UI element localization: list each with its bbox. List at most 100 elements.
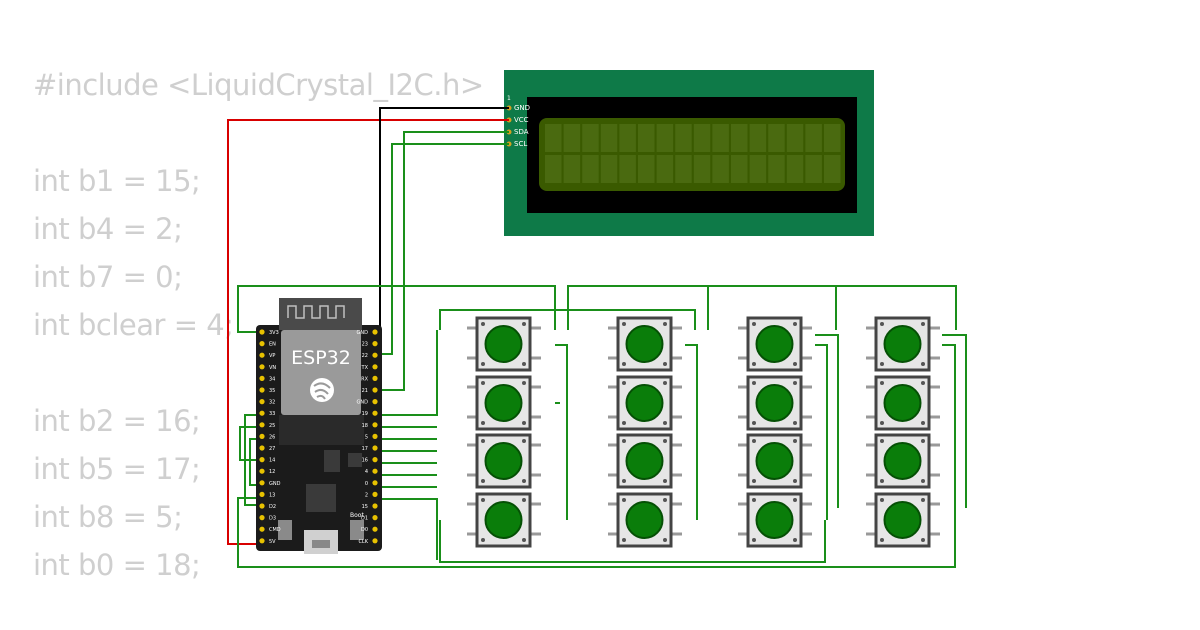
button-cap — [755, 384, 794, 422]
keypad-button[interactable] — [866, 492, 940, 548]
esp32-pin-label: 3V3 — [269, 330, 279, 336]
keypad-button[interactable] — [738, 433, 812, 489]
keypad-button[interactable] — [608, 375, 682, 431]
esp32-pin[interactable] — [259, 538, 265, 544]
esp32-pin[interactable] — [372, 364, 378, 370]
wire-scl-green[interactable] — [375, 143, 509, 355]
esp32-board[interactable]: ESP32 Boot 3V3ENVPVN343532332526271412GN… — [256, 298, 382, 554]
esp32-pin[interactable] — [372, 491, 378, 497]
keypad-button[interactable] — [608, 492, 682, 548]
esp32-pin[interactable] — [372, 515, 378, 521]
esp32-pin[interactable] — [372, 445, 378, 451]
esp32-pin[interactable] — [372, 422, 378, 428]
button-lead — [928, 415, 940, 419]
keypad-button[interactable] — [467, 492, 541, 548]
wire-top-bus-4[interactable] — [707, 285, 957, 330]
button-corner-dot — [622, 439, 626, 443]
keypad-button[interactable] — [738, 492, 812, 548]
keypad-button[interactable] — [738, 375, 812, 431]
wire-left-8[interactable] — [375, 498, 438, 560]
button-corner-dot — [880, 538, 884, 542]
esp32-pin[interactable] — [259, 399, 265, 405]
wire-col-4a[interactable] — [942, 344, 956, 520]
keypad-button[interactable] — [738, 316, 812, 372]
wire-left-1[interactable] — [375, 330, 438, 416]
lcd-char-cell — [563, 124, 581, 152]
wire-col-3b[interactable] — [815, 334, 839, 508]
en-button[interactable] — [278, 520, 292, 540]
esp32-pin[interactable] — [372, 399, 378, 405]
wire-col-2a[interactable] — [685, 344, 698, 520]
esp32-pin[interactable] — [372, 526, 378, 532]
button-lead — [738, 326, 750, 330]
esp32-pin[interactable] — [259, 491, 265, 497]
esp32-pin[interactable] — [372, 410, 378, 416]
esp32-pin[interactable] — [259, 457, 265, 463]
esp32-pin[interactable] — [259, 329, 265, 335]
esp32-pin-label: CLK — [358, 539, 368, 545]
esp32-pin[interactable] — [372, 387, 378, 393]
keypad-button[interactable] — [608, 433, 682, 489]
wire-col-3a[interactable] — [815, 344, 828, 520]
esp32-pin[interactable] — [372, 503, 378, 509]
espressif-logo-mark — [313, 382, 331, 400]
esp32-pin-label: 0 — [365, 481, 368, 487]
lcd-module[interactable]: 1 GND VCC SDA SCL — [504, 70, 874, 236]
keypad-button[interactable] — [467, 433, 541, 489]
button-cap — [484, 501, 523, 539]
button-lead — [800, 473, 812, 477]
esp32-pin[interactable] — [259, 422, 265, 428]
keypad-button[interactable] — [467, 316, 541, 372]
keypad-button[interactable] — [608, 316, 682, 372]
esp32-pin[interactable] — [259, 375, 265, 381]
button-corner-dot — [522, 498, 526, 502]
keypad-button[interactable] — [866, 433, 940, 489]
button-lead — [608, 532, 620, 536]
esp32-pin[interactable] — [259, 515, 265, 521]
wire-bottom-bus-2[interactable] — [439, 520, 826, 563]
esp32-pin[interactable] — [259, 503, 265, 509]
esp32-pin[interactable] — [259, 480, 265, 486]
esp32-pin[interactable] — [259, 526, 265, 532]
keypad-button[interactable] — [866, 316, 940, 372]
wire-vcc-red[interactable] — [227, 119, 509, 545]
esp32-pin[interactable] — [259, 352, 265, 358]
wire-top-bus-1[interactable] — [237, 285, 556, 333]
lcd-char-cell — [824, 155, 841, 183]
esp32-pin[interactable] — [372, 341, 378, 347]
keypad-button[interactable] — [866, 375, 940, 431]
esp32-pin-label: 18 — [362, 423, 368, 429]
esp32-pin[interactable] — [372, 329, 378, 335]
wire-sda-green[interactable] — [375, 131, 509, 391]
esp32-pin-label: RX — [361, 376, 368, 382]
keypad-button[interactable] — [467, 375, 541, 431]
button-corner-dot — [663, 381, 667, 385]
button-lead — [866, 326, 878, 330]
lcd-char-cell — [786, 155, 804, 183]
wire-col-1a[interactable] — [555, 344, 568, 520]
esp32-pin[interactable] — [259, 433, 265, 439]
esp32-pin[interactable] — [372, 375, 378, 381]
esp32-pin[interactable] — [372, 480, 378, 486]
button-corner-dot — [880, 362, 884, 366]
keypad-matrix — [467, 316, 940, 548]
wire-col-4b[interactable] — [942, 334, 967, 508]
boot-button[interactable] — [350, 520, 364, 540]
button-cap — [484, 442, 523, 480]
esp32-pin[interactable] — [259, 364, 265, 370]
esp32-pin[interactable] — [259, 445, 265, 451]
esp32-pin[interactable] — [372, 538, 378, 544]
esp32-pin[interactable] — [259, 387, 265, 393]
esp32-pin[interactable] — [372, 433, 378, 439]
wire-gnd-black[interactable] — [375, 107, 509, 333]
esp32-pin[interactable] — [372, 457, 378, 463]
esp32-pin[interactable] — [259, 410, 265, 416]
wire-top-bus-3[interactable] — [567, 285, 837, 330]
esp32-pin[interactable] — [259, 341, 265, 347]
esp32-pin[interactable] — [259, 468, 265, 474]
esp32-pin[interactable] — [372, 468, 378, 474]
esp32-pin[interactable] — [372, 352, 378, 358]
lcd-char-cell — [824, 124, 841, 152]
button-corner-dot — [481, 538, 485, 542]
button-corner-dot — [481, 439, 485, 443]
